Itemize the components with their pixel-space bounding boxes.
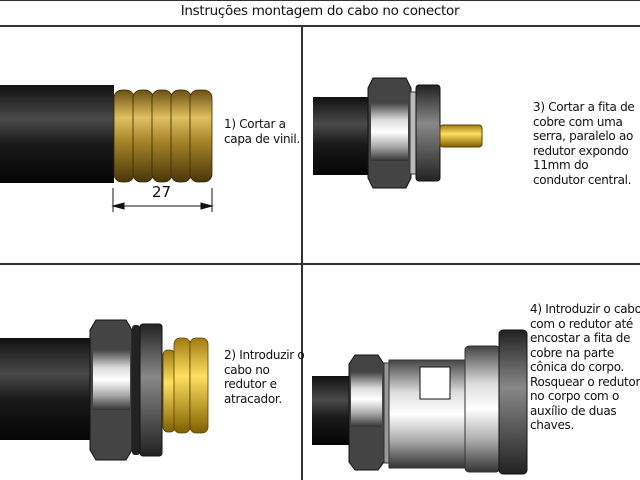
horizontal-divider <box>0 263 640 265</box>
vertical-divider <box>301 26 303 480</box>
page-title: Instruções montagem do cabo no conector <box>180 3 460 19</box>
cable-in-reducer-illustration <box>0 319 209 461</box>
text-line: cabo no <box>224 362 270 377</box>
cable-with-reducer-illustration <box>313 77 483 189</box>
text-line: 3) Cortar a fita de <box>533 100 635 114</box>
text-line: condutor central. <box>533 172 632 187</box>
text-line: 1) Cortar a <box>224 117 286 131</box>
step-1-text: 1) Cortar a capa de vinil. <box>224 117 300 146</box>
text-line: com o redutor até <box>530 316 634 331</box>
text-line: auxílio de duas <box>530 403 617 418</box>
connector-assembled-illustration <box>312 329 528 475</box>
cable-stripped-illustration <box>0 85 214 212</box>
title-divider <box>0 25 640 27</box>
text-line: cobre com uma <box>533 114 623 129</box>
text-line: 11mm do <box>533 158 589 172</box>
step-2-text: 2) Introduzir o cabo no redutor e atraca… <box>224 348 305 406</box>
text-line: 4) Introduzir o cabo <box>530 302 640 316</box>
text-line: redutor e <box>224 377 277 391</box>
text-line: redutor expondo <box>533 143 629 158</box>
text-line: atracador. <box>224 391 282 406</box>
step-3-text: 3) Cortar a fita de cobre com uma serra,… <box>533 100 635 187</box>
dimension-label: 27 <box>152 183 172 201</box>
top-border <box>0 0 640 1</box>
text-line: 2) Introduzir o <box>224 348 305 362</box>
dimension-line <box>111 188 214 212</box>
text-line: cônica do corpo. <box>530 360 625 374</box>
text-line: serra, paralelo ao <box>533 129 634 143</box>
text-line: encostar a fita de <box>530 331 631 345</box>
text-line: Rosquear o redutor <box>530 374 640 389</box>
text-line: cobre na parte <box>530 345 614 360</box>
step-4-text: 4) Introduzir o cabo com o redutor até e… <box>530 302 640 433</box>
text-line: no corpo com o <box>530 389 619 403</box>
text-line: capa de vinil. <box>224 131 300 146</box>
text-line: chaves. <box>530 418 575 432</box>
